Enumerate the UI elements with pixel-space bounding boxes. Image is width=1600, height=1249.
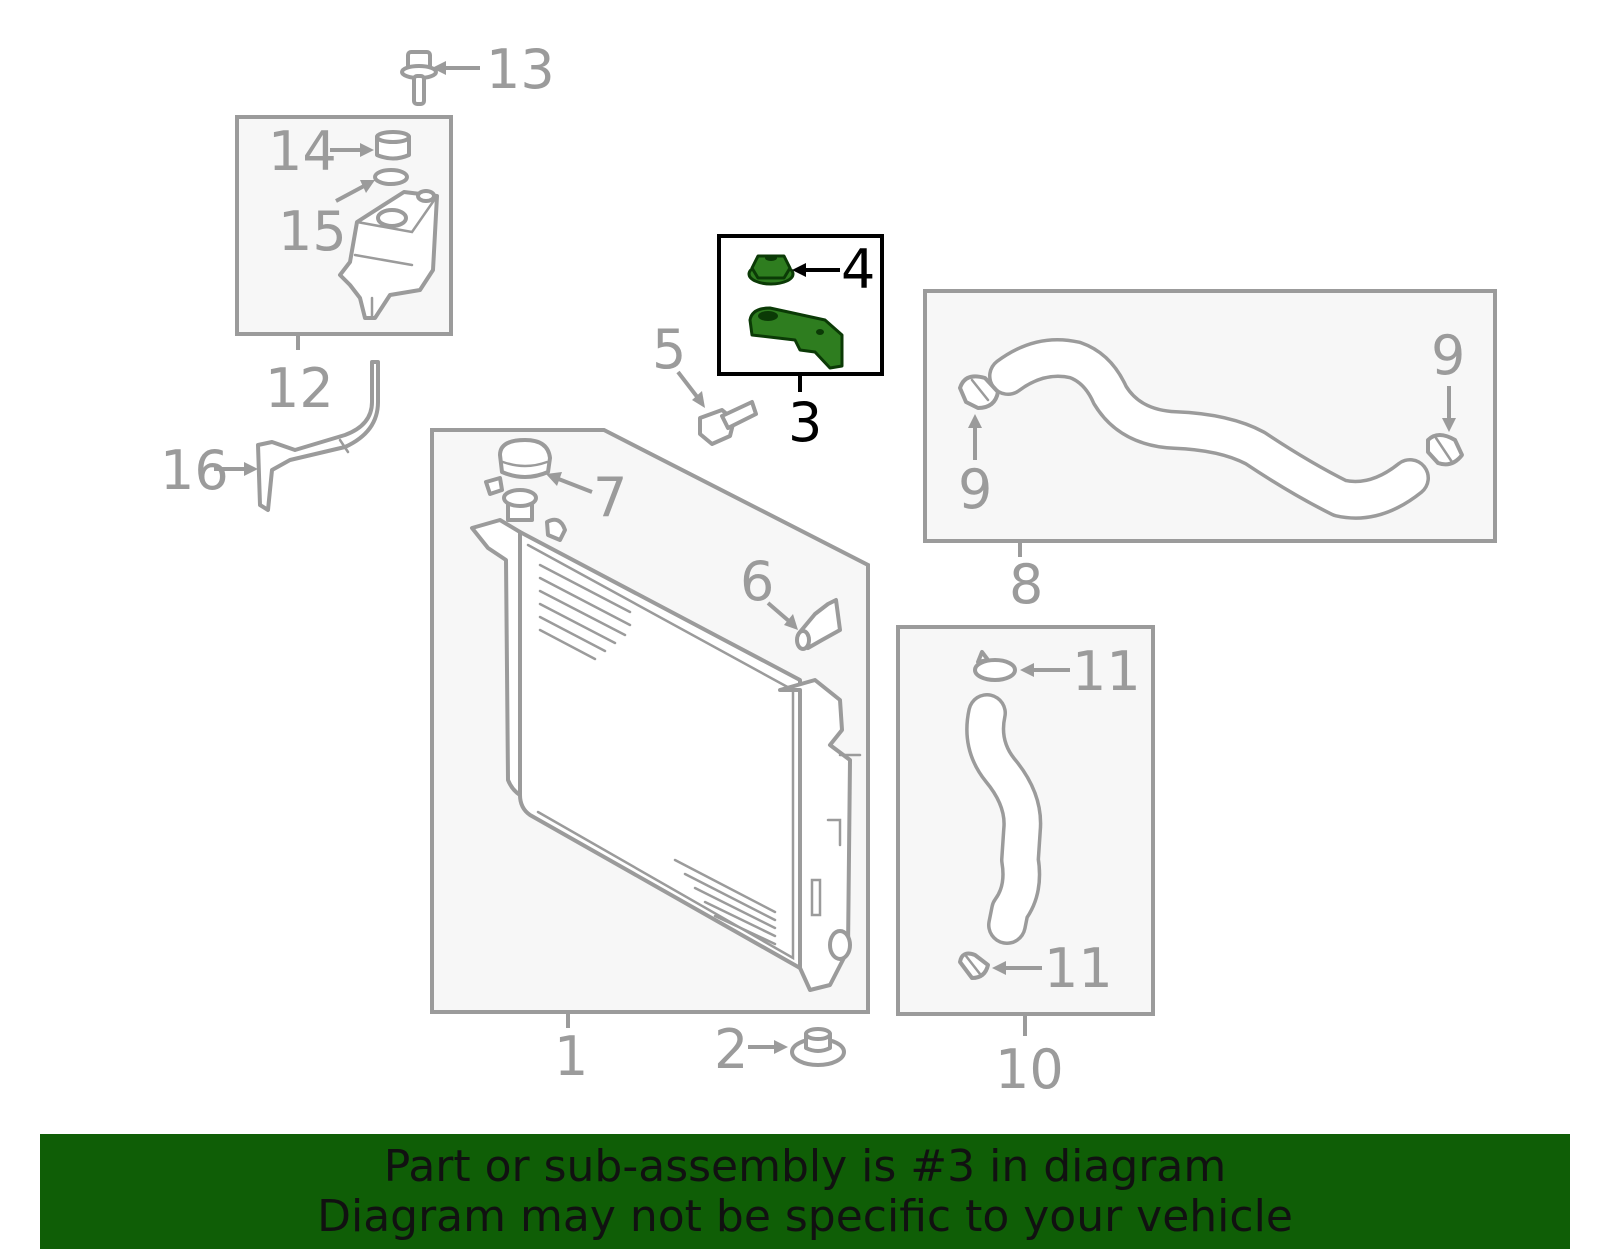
radiator-assembly-group[interactable]	[430, 428, 870, 1014]
radiator-cap-part[interactable]	[498, 438, 552, 479]
callout-7: 7	[593, 466, 627, 529]
upper-hose-clamp-left-part[interactable]	[958, 374, 1000, 410]
banner-line-2: Diagram may not be specific to your vehi…	[317, 1191, 1293, 1242]
callout-4: 4	[841, 238, 875, 301]
arrow-4	[792, 263, 806, 277]
banner-line-1: Part or sub-assembly is #3 in diagram	[383, 1141, 1227, 1192]
arrow-11-bottom	[992, 961, 1006, 975]
radiator-core-part[interactable]	[470, 518, 862, 992]
leader-6	[766, 601, 792, 624]
bracket-nut-part[interactable]	[747, 254, 795, 286]
arrow-11-top	[1020, 663, 1034, 677]
bolt-13-part[interactable]	[400, 50, 438, 106]
leader-5	[676, 370, 700, 400]
callout-13: 13	[486, 38, 555, 101]
filler-neck-part[interactable]	[484, 476, 567, 542]
callout-3: 3	[788, 391, 822, 454]
callout-6: 6	[740, 550, 774, 613]
callout-11-bottom: 11	[1044, 937, 1113, 1000]
arrow-6	[784, 614, 798, 630]
callout-10: 10	[995, 1038, 1064, 1101]
arrow-5	[692, 391, 705, 408]
arrow-9-left	[968, 414, 982, 428]
upper-hose-assembly-group[interactable]	[923, 289, 1497, 543]
bracket-assembly-group[interactable]	[717, 234, 884, 376]
arrow-9-right	[1442, 418, 1456, 432]
callout-2: 2	[714, 1018, 748, 1081]
callout-14: 14	[268, 120, 337, 183]
leader-7	[555, 476, 593, 494]
arrow-15	[360, 180, 375, 193]
drain-plug-part[interactable]	[795, 598, 842, 651]
info-banner: Part or sub-assembly is #3 in diagram Di…	[40, 1134, 1570, 1249]
reservoir-seal-part[interactable]	[373, 168, 409, 186]
upper-mount-bracket-part[interactable]	[748, 306, 844, 370]
mount-bushing-part[interactable]	[790, 1027, 846, 1067]
lower-hose-part[interactable]	[965, 693, 1043, 945]
callout-9-left: 9	[958, 458, 992, 521]
leader-15	[335, 184, 365, 203]
arrow-13	[432, 61, 446, 75]
arrow-2	[774, 1040, 788, 1054]
callout-1: 1	[554, 1025, 588, 1088]
reservoir-assembly-group[interactable]	[235, 115, 453, 336]
bolt-5-part[interactable]	[698, 400, 758, 446]
lower-hose-clamp-top-part[interactable]	[973, 650, 1017, 682]
callout-9-right: 9	[1431, 324, 1465, 387]
callout-12: 12	[265, 357, 334, 420]
lower-hose-clamp-bottom-part[interactable]	[958, 951, 990, 980]
upper-hose-part[interactable]	[988, 338, 1430, 520]
reservoir-tank-part[interactable]	[338, 189, 439, 320]
arrow-14	[360, 143, 374, 157]
arrow-16	[244, 462, 258, 476]
callout-15: 15	[278, 200, 347, 263]
overflow-hose-part[interactable]	[256, 360, 380, 512]
lower-hose-assembly-group[interactable]	[896, 625, 1155, 1016]
callout-5: 5	[652, 318, 686, 381]
callout-16: 16	[160, 439, 229, 502]
upper-hose-clamp-right-part[interactable]	[1426, 433, 1464, 467]
callout-11-top: 11	[1072, 640, 1141, 703]
arrow-7	[546, 472, 562, 486]
reservoir-cap-part[interactable]	[375, 130, 411, 161]
callout-8: 8	[1009, 553, 1043, 616]
